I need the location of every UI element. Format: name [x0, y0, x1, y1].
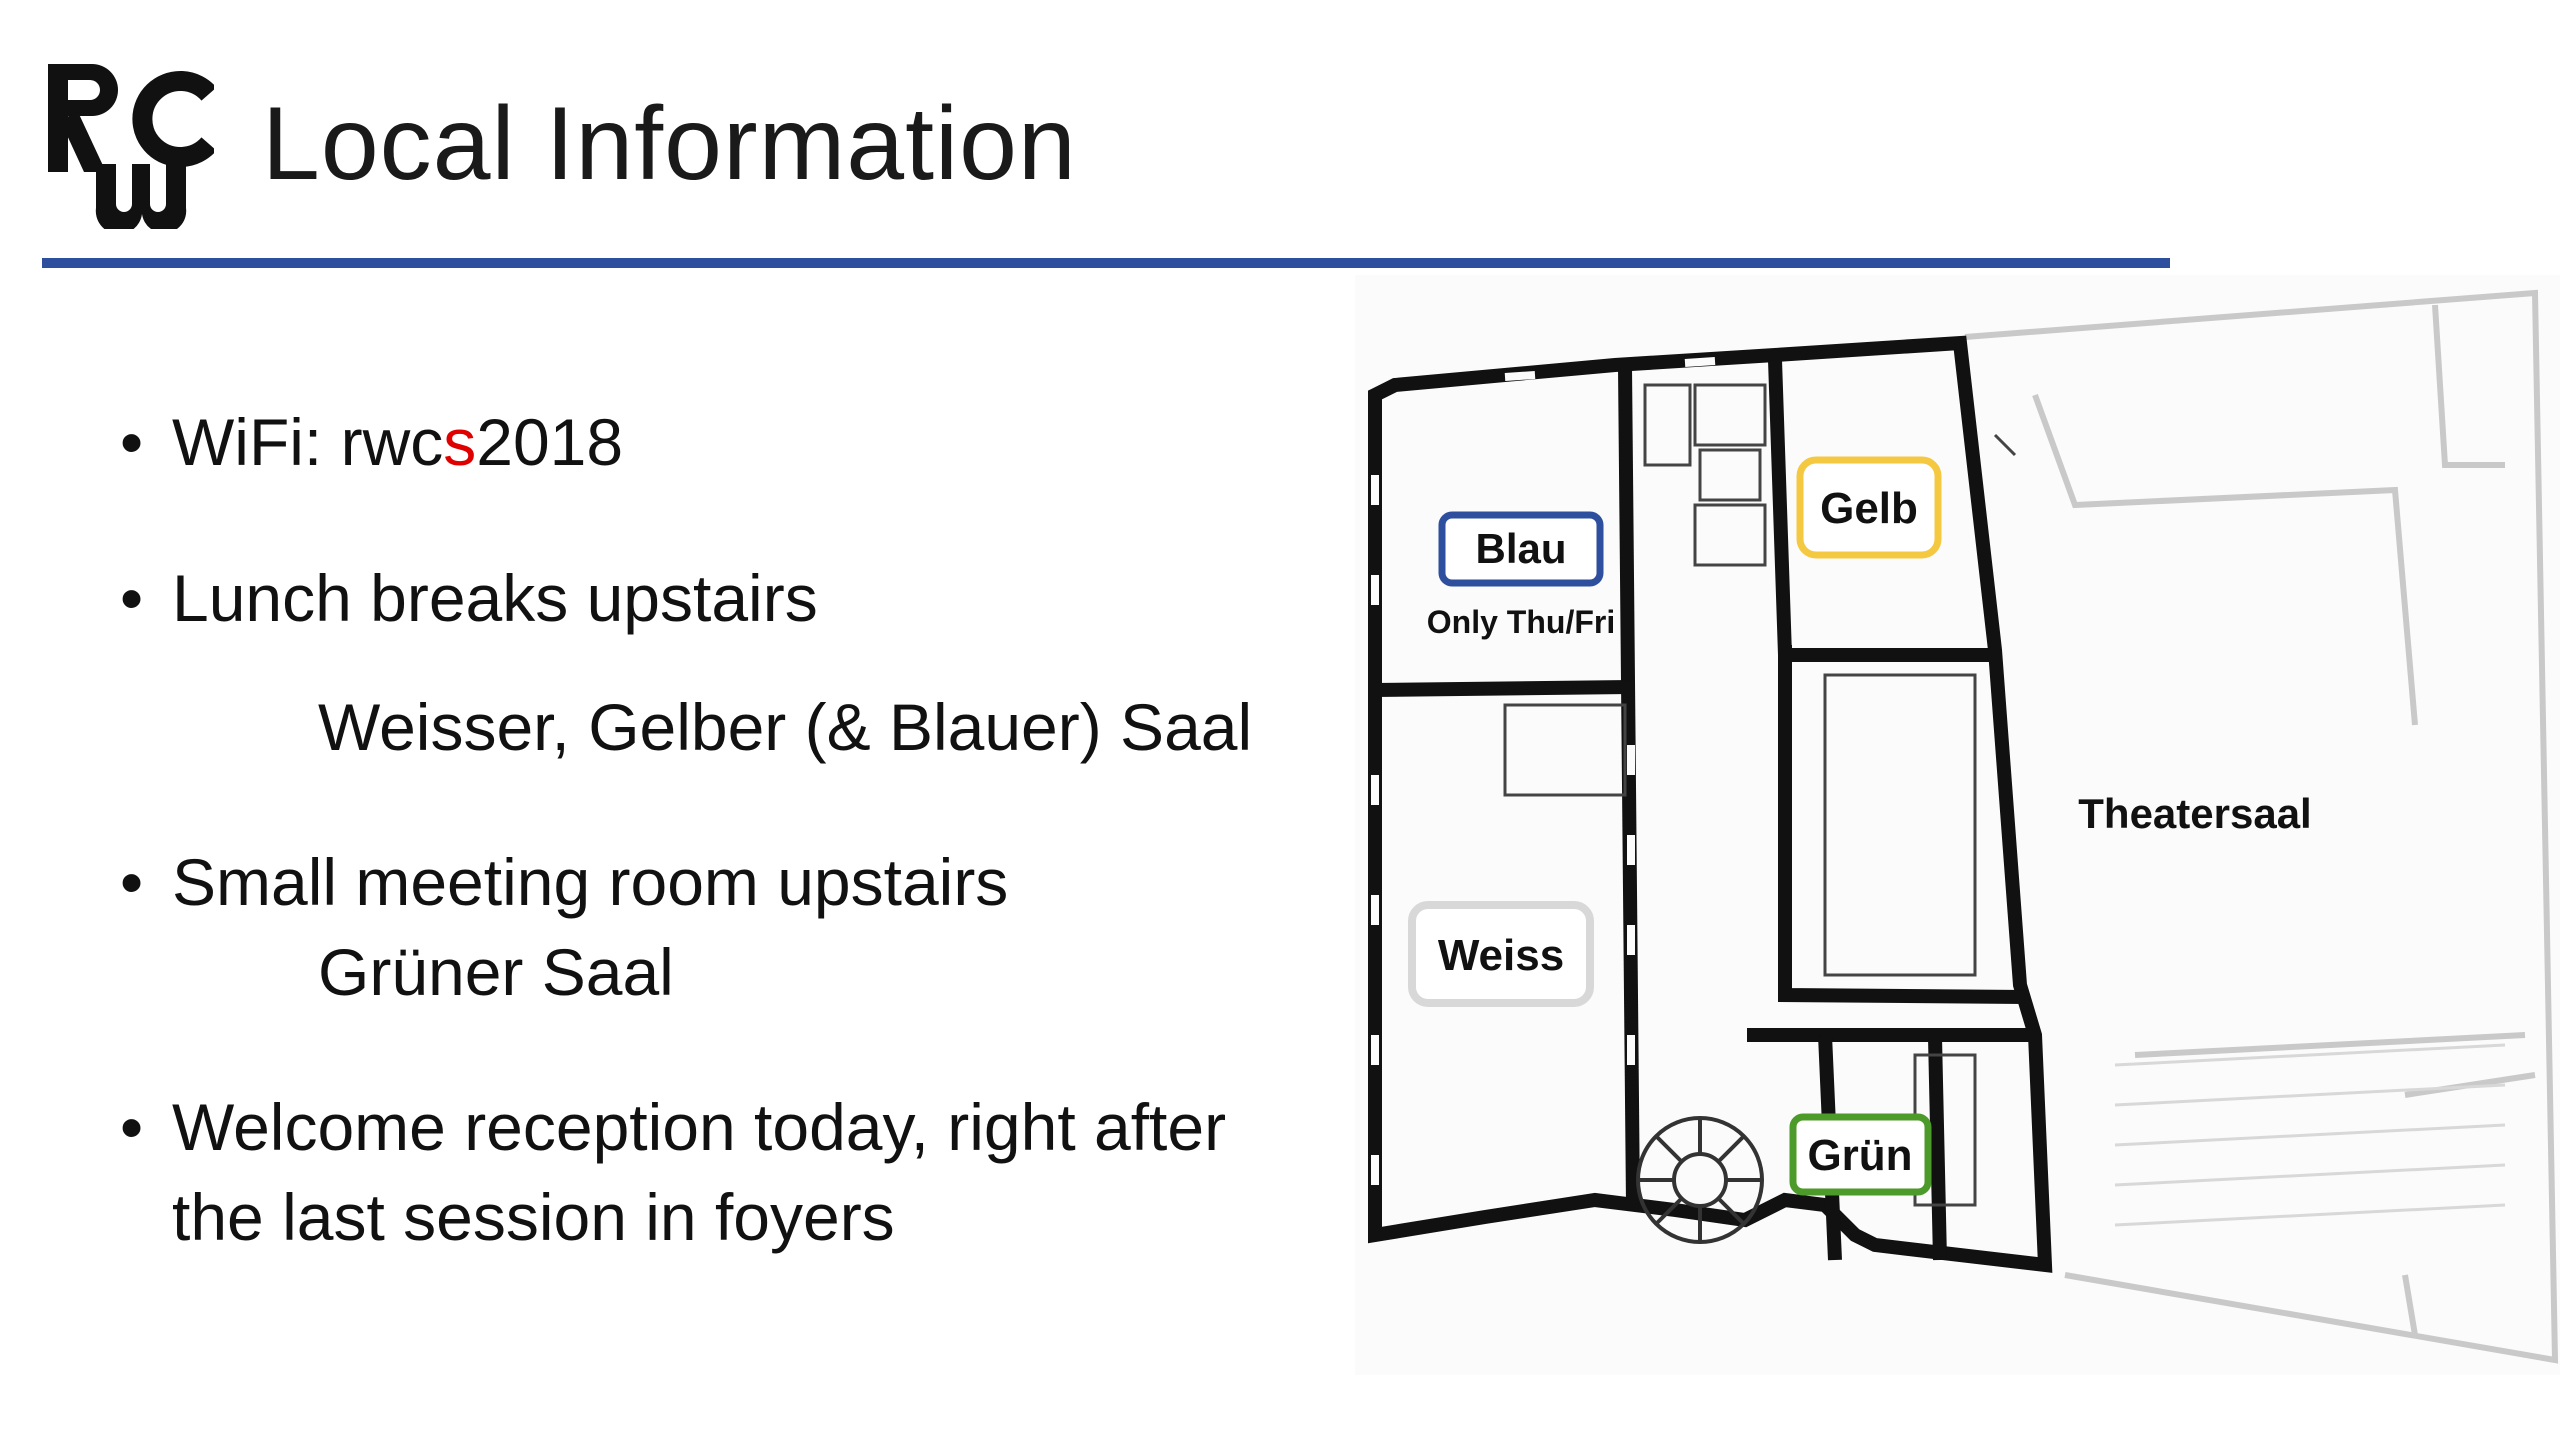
theatersaal-outline: [1964, 289, 2559, 1364]
rcws-logo: [48, 64, 214, 229]
lunch-rooms: Weisser, Gelber (& Blauer) Saal: [318, 690, 1253, 764]
wifi-highlight: s: [443, 405, 477, 479]
building-walls: [1368, 335, 2053, 1273]
room-blau[interactable]: Blau Only Thu/Fri: [1427, 511, 1615, 640]
page-title: Local Information: [262, 86, 1077, 202]
theatersaal-grid: [2114, 1043, 2506, 1227]
room-gruen[interactable]: Grün: [1789, 1113, 1932, 1196]
room-theatersaal-label[interactable]: Theatersaal: [2078, 790, 2311, 837]
bullet-dot: •: [120, 845, 144, 919]
wifi-text: WiFi: rwcs2018: [172, 400, 623, 486]
room-gelb-label: Gelb: [1820, 484, 1918, 533]
room-weiss[interactable]: Weiss: [1408, 901, 1594, 1007]
room-gelb[interactable]: Gelb: [1796, 456, 1942, 559]
staircase: [1636, 1116, 1764, 1244]
room-weiss-label: Weiss: [1438, 931, 1564, 980]
utility-rooms: [1503, 383, 2017, 1207]
wall-openings: [1371, 357, 1716, 1185]
meeting-label: Small meeting room upstairs: [172, 845, 1009, 919]
floor-plan: Blau Only Thu/Fri Gelb Weiss Grün Theate…: [1355, 275, 2560, 1375]
plan-background: [1355, 275, 2560, 1375]
room-blau-note: Only Thu/Fri: [1427, 604, 1615, 640]
bullet-dot: •: [120, 405, 144, 479]
room-blau-label: Blau: [1475, 525, 1566, 572]
bullet-dot: •: [120, 1090, 144, 1164]
reception-line2: the last session in foyers: [172, 1180, 895, 1254]
reception-line1: Welcome reception today, right after: [172, 1090, 1227, 1164]
wifi-suffix: 2018: [476, 405, 624, 479]
room-gruen-label: Grün: [1807, 1131, 1912, 1180]
lunch-label: Lunch breaks upstairs: [172, 561, 818, 635]
meeting-room: Grüner Saal: [318, 935, 674, 1009]
bullet-dot: •: [120, 561, 144, 635]
title-underline: [42, 258, 2170, 268]
wifi-prefix: WiFi: rwc: [172, 405, 444, 479]
